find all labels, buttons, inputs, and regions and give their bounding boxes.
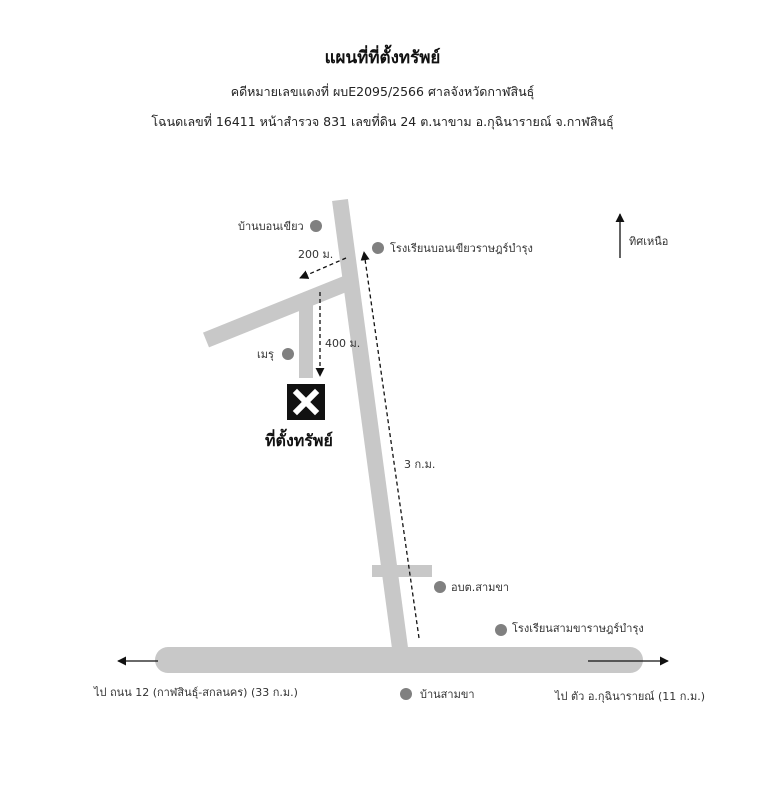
landmark-meru: เมรุ [257, 348, 274, 361]
landmark-obt-sam-kha: อบต.สามขา [451, 581, 509, 594]
direction-left-label: ไป ถนน 12 (กาฬสินธุ์-สกลนคร) (33 ก.ม.) [93, 686, 298, 699]
north-south-road [332, 198, 408, 650]
direction-left: ไป ถนน 12 (กาฬสินธุ์-สกลนคร) (33 ก.ม.) [93, 656, 298, 699]
landmark-dot-obt-sam-kha [434, 581, 446, 593]
distance-arrows [299, 251, 420, 639]
landmark-dot-meru [282, 348, 294, 360]
property-marker: ที่ตั้งทรัพย์ [265, 384, 333, 450]
landmark-school-bon-khiao: โรงเรียนบอนเขียวราษฎร์บำรุง [390, 241, 533, 255]
arrow-200m [299, 257, 347, 279]
arrow-3km [360, 251, 420, 639]
property-label: ที่ตั้งทรัพย์ [265, 428, 333, 450]
landmark-dot-ban-bon-khiao [310, 220, 322, 232]
diagonal-branch-road [203, 274, 353, 348]
deed-line: โฉนดเลขที่ 16411 หน้าสำรวจ 831 เลขที่ดิน… [151, 114, 614, 129]
roads [155, 198, 643, 673]
landmark-dot-school-bon-khiao [372, 242, 384, 254]
landmarks: บ้านบอนเขียว โรงเรียนบอนเขียวราษฎร์บำรุง… [238, 220, 644, 701]
distance-200m-label: 200 ม. [298, 248, 333, 261]
north-label: ทิศเหนือ [629, 235, 668, 248]
landmark-ban-bon-khiao: บ้านบอนเขียว [238, 220, 304, 233]
page-title: แผนที่ที่ตั้งทรัพย์ [324, 48, 441, 68]
distance-3km-label: 3 ก.ม. [404, 458, 435, 471]
north-arrow: ทิศเหนือ [615, 213, 668, 258]
landmark-ban-sam-kha: บ้านสามขา [420, 688, 475, 701]
landmark-dot-ban-sam-kha [400, 688, 412, 700]
case-number-line: คดีหมายเลขแดงที่ ผบE2095/2566 ศาลจังหวัด… [230, 84, 535, 99]
distance-400m-label: 400 ม. [325, 337, 360, 350]
landmark-dot-school-sam-kha [495, 624, 507, 636]
landmark-school-sam-kha: โรงเรียนสามขาราษฎร์บำรุง [512, 621, 644, 635]
direction-right: ไป ตัว อ.กุฉินารายณ์ (11 ก.ม.) [554, 656, 705, 703]
direction-right-label: ไป ตัว อ.กุฉินารายณ์ (11 ก.ม.) [554, 690, 705, 703]
